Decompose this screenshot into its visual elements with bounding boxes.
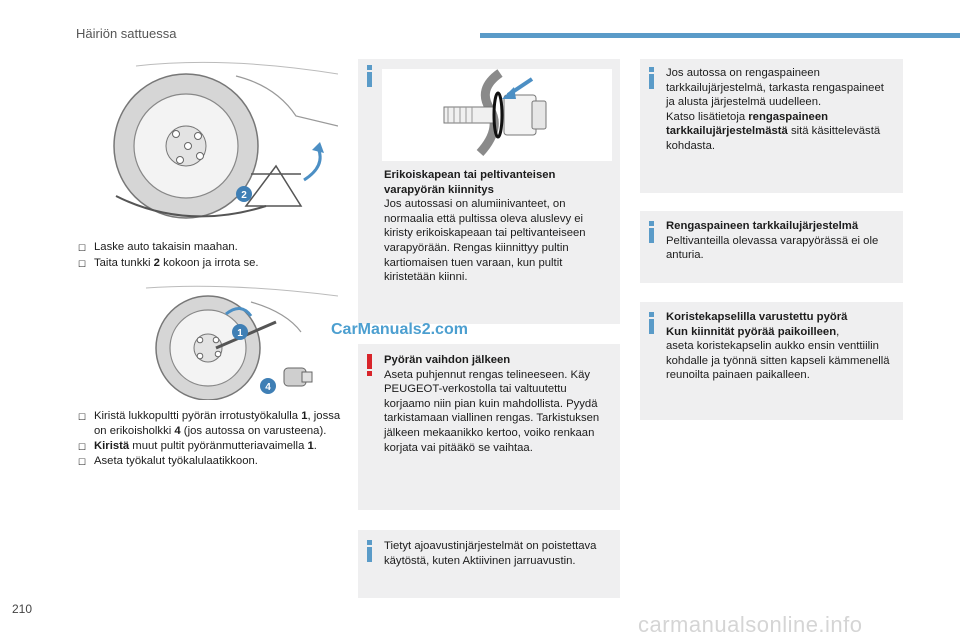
illustration-bolt-washer bbox=[382, 69, 612, 161]
illustration-jack-lowering: 2 bbox=[76, 56, 339, 232]
callout-2: 2 bbox=[241, 190, 247, 201]
info-box-driver-assist: Tietyt ajoavustinjärjestelmät on poistet… bbox=[358, 530, 620, 598]
checkbox-bullet-icon: ☐ bbox=[78, 412, 87, 422]
info-icon bbox=[367, 65, 372, 87]
info-box-tpms-spare: Rengaspaineen tarkkailujärjestelmä Pelti… bbox=[640, 211, 903, 283]
watermark-text: CarManuals2.com bbox=[331, 321, 468, 338]
info-icon bbox=[649, 67, 654, 89]
section-title: Häiriön sattuessa bbox=[76, 26, 177, 41]
checkbox-bullet-icon: ☐ bbox=[78, 457, 87, 468]
checkbox-bullet-icon: ☐ bbox=[78, 258, 87, 269]
warning-icon bbox=[367, 354, 372, 376]
header-accent-bar bbox=[480, 33, 960, 38]
box-body: Jos autossasi on alumiinivanteet, on nor… bbox=[384, 198, 586, 284]
box-body: Jos autossa on rengaspaineen tarkkailujä… bbox=[666, 67, 884, 109]
info-icon bbox=[649, 312, 654, 334]
box-title: Pyörän vaihdon jälkeen bbox=[384, 354, 511, 366]
info-icon bbox=[367, 540, 372, 562]
box-title: Erikoiskapean tai peltivanteisen varapyö… bbox=[384, 169, 556, 196]
info-box-tpms-reset: Jos autossa on rengaspaineen tarkkailujä… bbox=[640, 59, 903, 193]
info-box-alloy-spare: Erikoiskapean tai peltivanteisen varapyö… bbox=[358, 59, 620, 324]
box-title: Koristekapselilla varustettu pyörä bbox=[666, 311, 848, 323]
list-item: ☐ Kiristä muut pultit pyöränmutteriavaim… bbox=[78, 439, 348, 455]
checkbox-bullet-icon: ☐ bbox=[78, 243, 87, 253]
list-item: ☐ Aseta työkalut työkalulaatikkoon. bbox=[78, 454, 348, 470]
checkbox-bullet-icon: ☐ bbox=[78, 441, 87, 452]
list-item: ☐ Kiristä lukkopultti pyörän irrotustyök… bbox=[78, 410, 341, 437]
box-body: Aseta puhjennut rengas telineeseen. Käy … bbox=[384, 368, 600, 454]
warning-box-after-change: Pyörän vaihdon jälkeen Aseta puhjennut r… bbox=[358, 344, 620, 510]
illustration-tighten-bolts: 1 4 bbox=[76, 282, 339, 401]
info-box-hubcap: Koristekapselilla varustettu pyörä Kun k… bbox=[640, 302, 903, 420]
callout-4: 4 bbox=[265, 382, 271, 393]
box-body: Tietyt ajoavustinjärjestelmät on poistet… bbox=[384, 540, 597, 567]
list-item: ☐ Laske auto takaisin maahan. bbox=[78, 240, 348, 256]
info-icon bbox=[649, 221, 654, 243]
footer-url: carmanualsonline.info bbox=[638, 612, 863, 637]
steps-tighten-bolts: ☐ Kiristä lukkopultti pyörän irrotustyök… bbox=[78, 409, 348, 470]
page-number: 210 bbox=[12, 602, 33, 616]
box-body: Peltivanteilla olevassa varapyörässä ei … bbox=[666, 234, 879, 262]
steps-lower-car: ☐ Laske auto takaisin maahan. ☐ Taita tu… bbox=[78, 240, 348, 272]
box-body: aseta koristekapselin aukko ensin ventti… bbox=[666, 340, 890, 382]
box-title: Rengaspaineen tarkkailujärjestelmä bbox=[666, 220, 859, 232]
callout-1: 1 bbox=[237, 328, 243, 339]
list-item: ☐ Taita tunkki 2 kokoon ja irrota se. bbox=[78, 256, 348, 272]
